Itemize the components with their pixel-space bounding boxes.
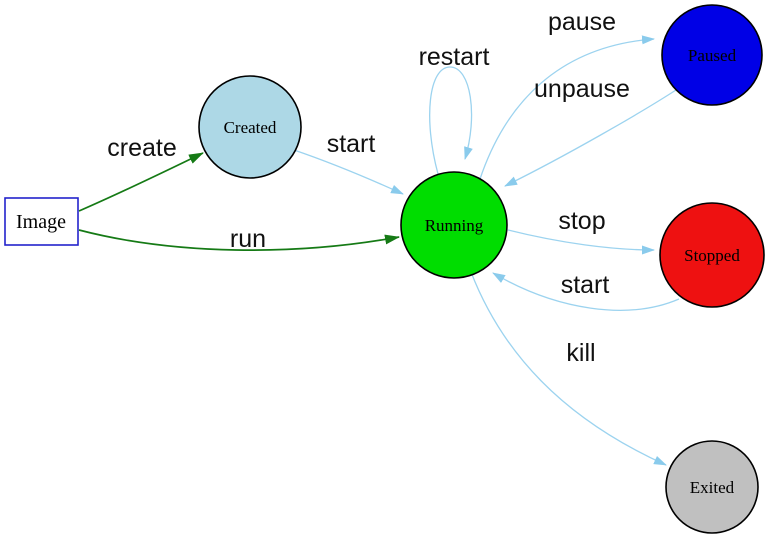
edge-run bbox=[78, 229, 400, 251]
edge-restart-self-loop bbox=[429, 66, 473, 175]
running-node-circle bbox=[400, 171, 508, 279]
exited-node-circle bbox=[665, 440, 759, 534]
stopped-node-circle bbox=[659, 202, 765, 308]
edge-label-kill: kill bbox=[566, 339, 595, 367]
image-node-box bbox=[4, 197, 79, 246]
edge-label-unpause: unpause bbox=[534, 75, 630, 103]
edge-start-stopped-running bbox=[492, 272, 680, 311]
node-label-stopped: Stopped bbox=[684, 246, 740, 265]
node-label-running: Running bbox=[425, 216, 484, 235]
edge-unpause bbox=[504, 89, 677, 187]
node-label-created: Created bbox=[224, 118, 277, 137]
edge-create bbox=[78, 152, 204, 212]
node-exited: Exited bbox=[665, 440, 759, 534]
node-image: Image bbox=[4, 197, 79, 246]
edge-start-created-running bbox=[293, 149, 404, 195]
node-paused: Paused bbox=[661, 4, 763, 106]
node-running: Running bbox=[400, 171, 508, 279]
node-label-paused: Paused bbox=[688, 46, 737, 65]
edge-label-start-1: start bbox=[327, 130, 376, 158]
node-created: Created bbox=[198, 75, 302, 179]
edge-kill bbox=[470, 271, 667, 466]
edge-stop bbox=[507, 229, 655, 255]
edge-label-stop: stop bbox=[558, 207, 605, 235]
edge-pause bbox=[479, 35, 655, 180]
node-label-image: Image bbox=[16, 211, 66, 233]
edge-label-restart: restart bbox=[419, 43, 490, 71]
node-label-exited: Exited bbox=[690, 478, 735, 497]
node-stopped: Stopped bbox=[659, 202, 765, 308]
edge-label-create: create bbox=[107, 134, 176, 162]
created-node-circle bbox=[198, 75, 302, 179]
paused-node-circle bbox=[661, 4, 763, 106]
edge-label-run: run bbox=[230, 225, 266, 253]
edge-label-pause: pause bbox=[548, 8, 616, 36]
edge-label-start-2: start bbox=[561, 271, 610, 299]
